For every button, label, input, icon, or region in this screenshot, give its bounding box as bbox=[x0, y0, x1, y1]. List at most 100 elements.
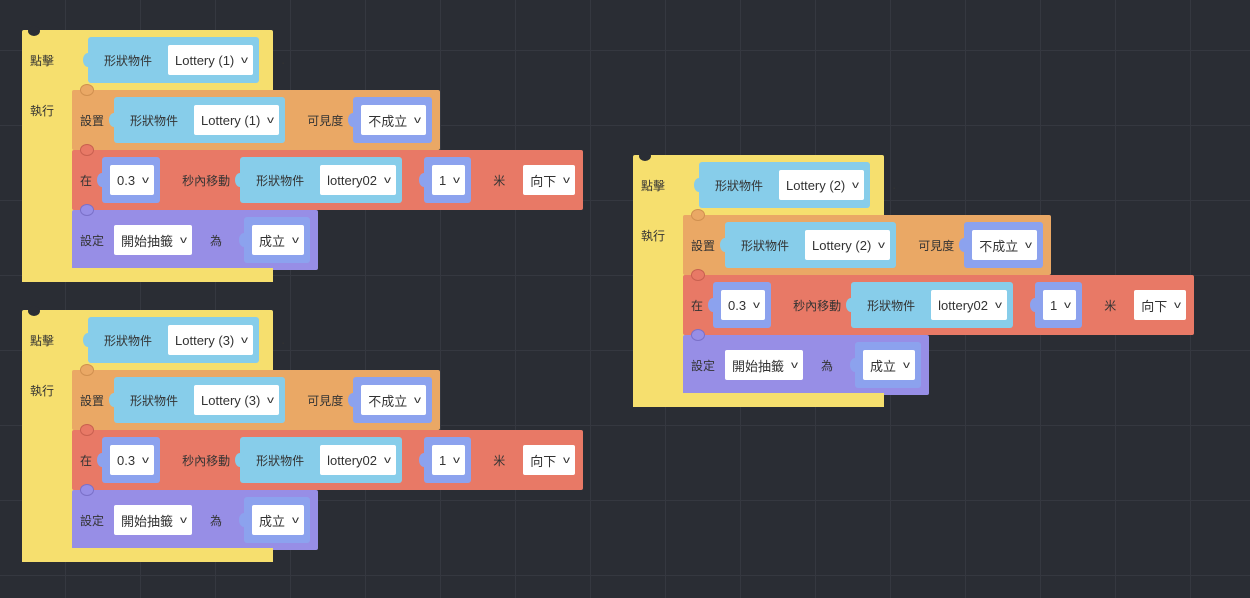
chevron-down-icon: v bbox=[903, 359, 911, 371]
shape-object-label: 形狀物件 bbox=[104, 333, 153, 348]
unit-label: 米 bbox=[493, 173, 506, 188]
as-label: 為 bbox=[210, 233, 223, 248]
event-target-dropdown[interactable]: Lottery (1)v bbox=[168, 45, 254, 75]
as-label: 為 bbox=[210, 513, 223, 528]
chevron-down-icon: v bbox=[142, 174, 150, 186]
move-label: 秒內移動 bbox=[182, 453, 231, 468]
shape-object-label: 形狀物件 bbox=[256, 453, 305, 468]
dot-label: . bbox=[281, 53, 286, 67]
shape-target-dropdown[interactable]: Lottery (3)v bbox=[194, 385, 280, 415]
chevron-down-icon: v bbox=[1064, 299, 1072, 311]
shape-object-label: 形狀物件 bbox=[256, 173, 305, 188]
visibility-label: 可見度 bbox=[307, 113, 344, 128]
shape-object-label: 形狀物件 bbox=[867, 298, 916, 313]
chevron-down-icon: v bbox=[414, 114, 422, 126]
chevron-down-icon: v bbox=[563, 174, 571, 186]
chevron-down-icon: v bbox=[292, 514, 300, 526]
chevron-down-icon: v bbox=[267, 114, 275, 126]
shape-object-block[interactable]: 形狀物件 Lottery (3)v bbox=[109, 377, 286, 423]
chevron-down-icon: v bbox=[142, 454, 150, 466]
shape-object-block[interactable]: 形狀物件 Lottery (3)v bbox=[82, 317, 260, 363]
at-label: 在 bbox=[80, 453, 93, 468]
chevron-down-icon: v bbox=[563, 454, 571, 466]
event-target-dropdown[interactable]: Lottery (2)v bbox=[779, 170, 865, 200]
visibility-label: 可見度 bbox=[307, 393, 344, 408]
chevron-down-icon: v bbox=[791, 359, 799, 371]
execute-label: 執行 bbox=[30, 384, 55, 398]
execute-label: 執行 bbox=[30, 104, 55, 118]
unit-label: 米 bbox=[493, 453, 506, 468]
set-variable-label: 設定 bbox=[80, 233, 105, 248]
event-target-dropdown[interactable]: Lottery (3)v bbox=[168, 325, 254, 355]
set-variable-label: 設定 bbox=[80, 513, 105, 528]
chevron-down-icon: v bbox=[384, 174, 391, 186]
dot-label: . bbox=[281, 333, 286, 347]
shape-target-dropdown[interactable]: Lottery (1)v bbox=[194, 105, 280, 135]
event-label: 點擊 bbox=[641, 178, 666, 193]
chevron-down-icon: v bbox=[852, 179, 860, 191]
event-label: 點擊 bbox=[30, 53, 55, 68]
chevron-down-icon: v bbox=[453, 454, 461, 466]
dot-label: . bbox=[892, 178, 897, 192]
chevron-down-icon: v bbox=[753, 299, 761, 311]
shape-object-label: 形狀物件 bbox=[130, 393, 179, 408]
event-block-footer bbox=[22, 268, 273, 282]
execute-label: 執行 bbox=[641, 229, 666, 243]
set-label: 設置 bbox=[80, 393, 105, 408]
chevron-down-icon: v bbox=[414, 394, 422, 406]
shape-target-dropdown[interactable]: Lottery (2)v bbox=[805, 230, 891, 260]
unit-label: 米 bbox=[1104, 298, 1117, 313]
chevron-down-icon: v bbox=[267, 394, 275, 406]
event-block-footer bbox=[633, 393, 884, 407]
